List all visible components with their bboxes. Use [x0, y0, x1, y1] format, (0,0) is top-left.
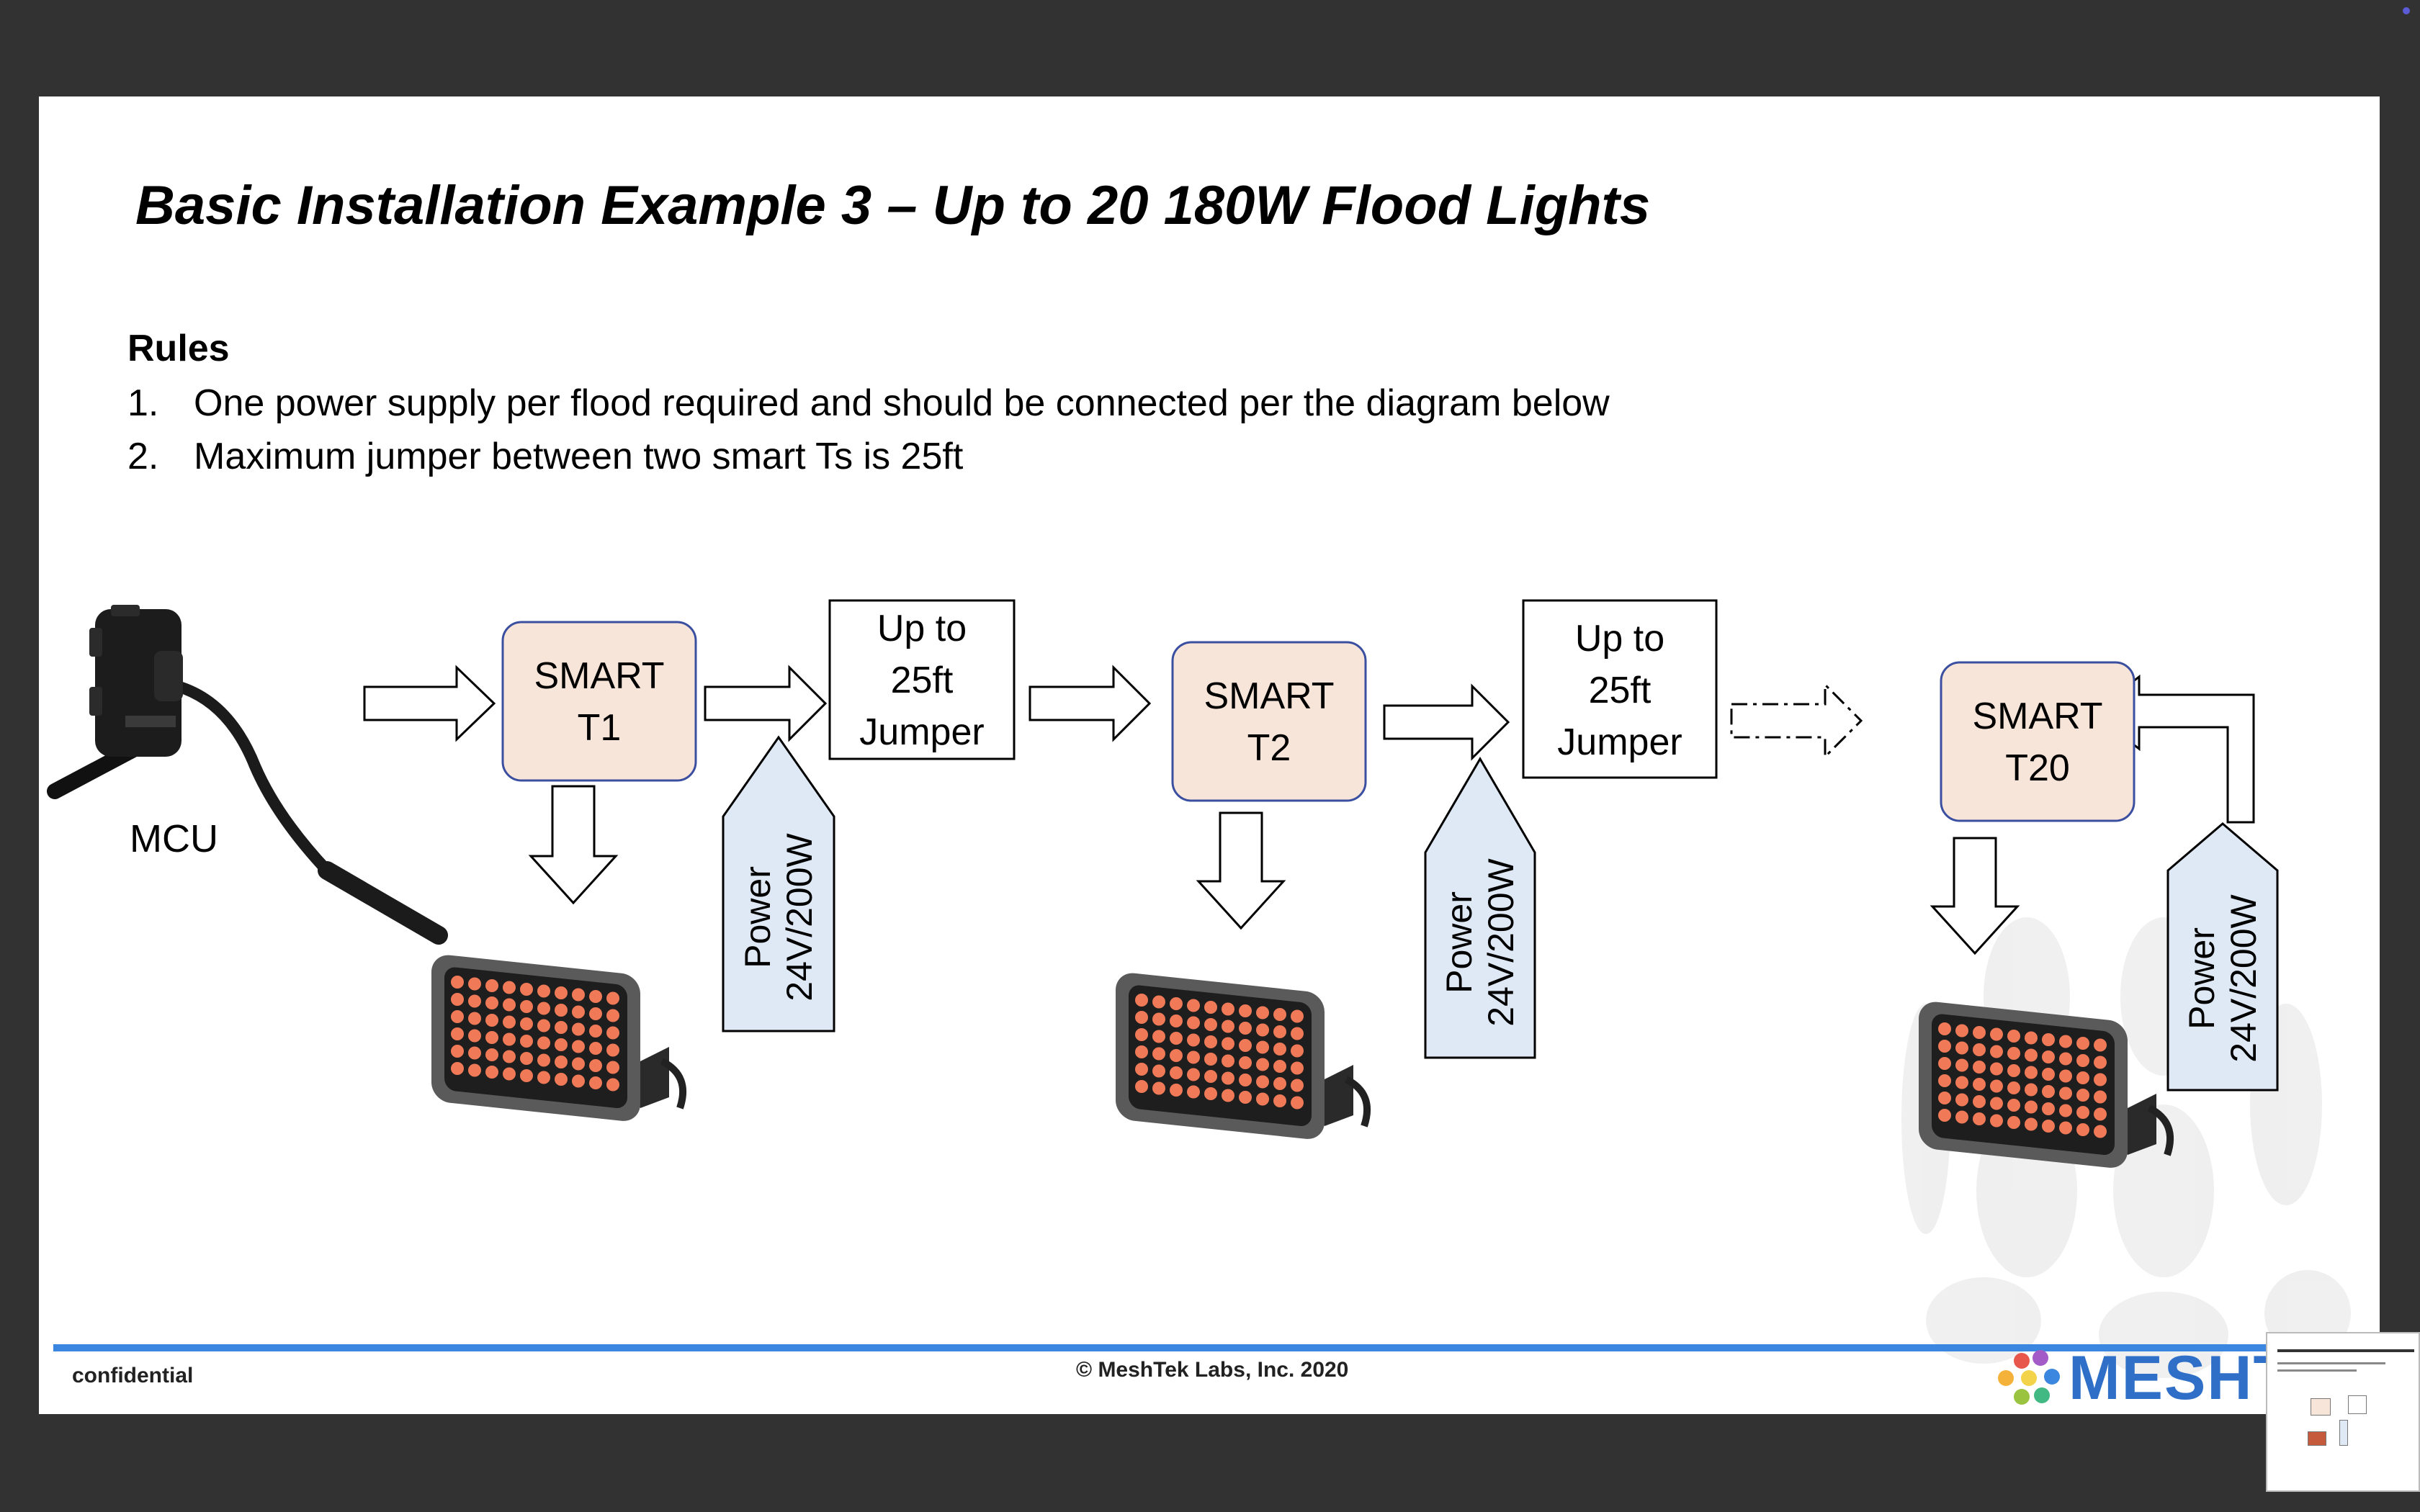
jumper-box-2 — [1522, 599, 1718, 779]
smart-t2-label-line1: SMART — [1204, 675, 1334, 717]
jumper-1-line2: 25ft — [891, 660, 954, 701]
smart-t2-box — [1171, 641, 1367, 802]
power-supply-2 — [1424, 757, 1536, 1059]
jumper-2-line2: 25ft — [1589, 670, 1652, 711]
mcu-label: MCU — [130, 817, 218, 860]
jumper-2-line1: Up to — [1575, 618, 1664, 660]
flood-light-icon — [1116, 971, 1367, 1140]
slide: SMART T1 SMART T2 SMART T20 Up to 25ft J… — [39, 96, 2380, 1414]
copyright-text: © MeshTek Labs, Inc. 2020 — [1076, 1358, 1349, 1382]
jumper-1-line1: Up to — [877, 608, 967, 649]
smart-t20-label-line2: T20 — [2005, 747, 2070, 789]
jumper-box-1 — [828, 599, 1016, 760]
flood-light-icon — [431, 953, 683, 1122]
brand-wordmark: MESHT — [2069, 1343, 2293, 1413]
jumper-1-line3: Jumper — [859, 711, 984, 753]
rule-text: One power supply per flood required and … — [194, 382, 1610, 424]
smart-t20-box — [1940, 661, 2136, 822]
footer-accent-bar — [53, 1344, 2344, 1351]
power-2-line2: 24V/200W — [1481, 858, 1521, 1026]
arrow-down-icon — [1930, 837, 2020, 955]
recording-indicator — [2403, 7, 2410, 14]
meshtek-logo-icon — [1998, 1347, 2060, 1409]
brand-logo: MESHT — [1998, 1344, 2293, 1413]
smart-t20-label-line1: SMART — [1972, 696, 2102, 737]
rule-text: Maximum jumper between two smart Ts is 2… — [194, 436, 964, 477]
slide-title: Basic Installation Example 3 – Up to 20 … — [135, 175, 1651, 236]
arrow-right-icon — [1383, 683, 1510, 761]
arrow-down-icon — [528, 785, 619, 905]
smart-t1-label-line1: SMART — [534, 655, 664, 697]
power-3-line2: 24V/200W — [2223, 894, 2264, 1062]
mcu-controller-icon — [47, 605, 448, 945]
power-1-line1: Power — [738, 866, 778, 968]
smart-t2-label-line2: T2 — [1247, 727, 1291, 769]
dash-dot-arrow-icon — [1730, 682, 1863, 760]
installation-diagram: SMART T1 SMART T2 SMART T20 Up to 25ft J… — [47, 599, 2351, 1378]
rule-item: 2. Maximum jumper between two smart Ts is… — [127, 435, 963, 478]
arrow-down-icon — [1196, 811, 1286, 930]
smart-t1-label-line2: T1 — [578, 707, 622, 749]
arrow-right-icon — [704, 665, 828, 742]
slide-thumbnail[interactable] — [2266, 1332, 2420, 1492]
power-1-line2: 24V/200W — [779, 832, 820, 1001]
power-supply-1 — [722, 735, 835, 1032]
rules-heading: Rules — [127, 328, 230, 369]
power-supply-3 — [2166, 822, 2279, 1092]
rule-item: 1. One power supply per flood required an… — [127, 382, 1610, 425]
power-3-line1: Power — [2182, 927, 2222, 1030]
power-2-line1: Power — [1439, 891, 1479, 994]
rule-number: 2. — [127, 436, 159, 477]
rule-number: 1. — [127, 382, 159, 424]
smart-t1-box — [501, 621, 697, 782]
confidential-label: confidential — [72, 1364, 194, 1387]
jumper-2-line3: Jumper — [1557, 721, 1682, 763]
arrow-right-icon — [1028, 665, 1152, 742]
arrow-right-icon — [363, 665, 496, 742]
